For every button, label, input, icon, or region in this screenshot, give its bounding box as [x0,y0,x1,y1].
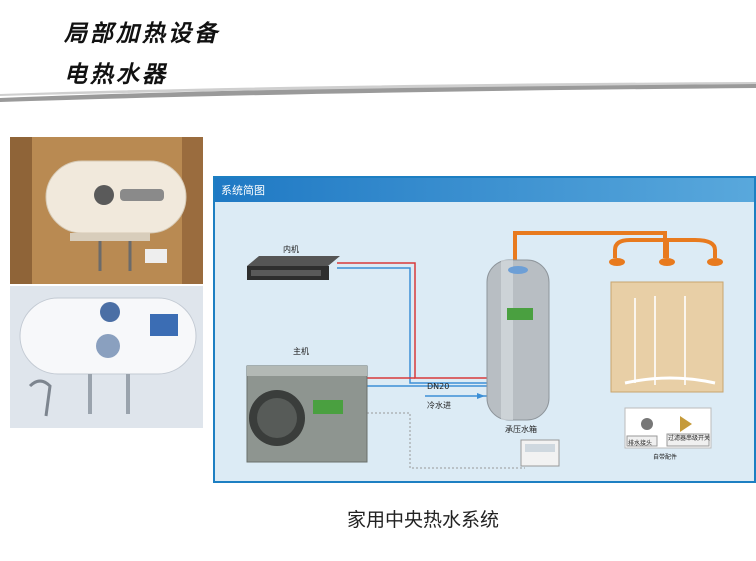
diagram-drawing [246,231,724,469]
diagram-header-bar: 系统简图 [215,178,754,202]
accessory-2-label: 过滤器串级开关 [668,435,711,442]
indoor-unit-label: 内机 [283,245,299,254]
slide-title-line-1: 局部加热设备 [64,20,220,47]
pipe-size-label: DN20 [427,382,450,391]
tank-label: 承压水箱 [505,425,537,434]
slide-title-line-2: 电热水器 [64,61,168,88]
photo-wall-water-heater [10,137,203,284]
photo-bathroom-water-heater [10,286,203,428]
header-swoosh-divider [0,82,756,102]
cold-water-in-label: 冷水进 [427,401,451,410]
diagram-title: 系统简图 [221,184,265,197]
shower-room-illustration [610,281,724,393]
indoor-unit-illustration [247,256,340,280]
system-diagram-panel: 系统简图 [213,176,756,483]
main-unit-label: 主机 [293,347,309,356]
main-unit-illustration [246,365,368,463]
slide-caption: 家用中央热水系统 [346,509,499,531]
accessory-1-label: 排水接头 [628,440,653,447]
pressure-tank-illustration [486,259,550,421]
accessories-illustration [624,407,712,449]
controller-panel-illustration [520,439,560,467]
accessories-label: 自带配件 [653,454,678,461]
